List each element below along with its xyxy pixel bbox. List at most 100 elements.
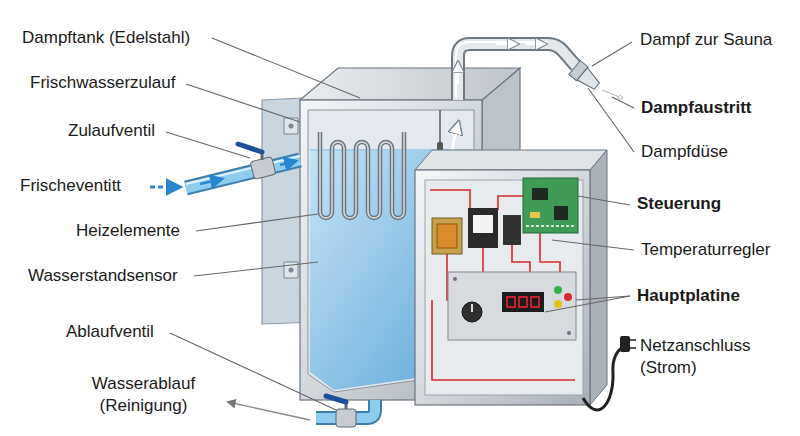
flow-arrows-part	[150, 186, 180, 189]
drain-pipe-part	[336, 409, 356, 427]
control-panel-part	[471, 304, 473, 312]
part-label: Netzanschluss (Strom)	[640, 335, 790, 379]
inlet-pipe	[186, 156, 300, 188]
part-label: Dampftank (Edelstahl)	[22, 27, 190, 49]
heating-elements	[320, 132, 404, 218]
steam-pipe-part	[496, 43, 516, 46]
leader-lines-part	[186, 84, 300, 122]
level-sensor-part	[439, 110, 441, 142]
control-panel-part	[554, 300, 562, 308]
transformer-part	[432, 218, 462, 254]
control-panel-part	[531, 297, 539, 307]
control-box-part	[415, 170, 590, 405]
circuit-board-part	[523, 178, 578, 233]
inlet-pipe-part	[186, 160, 300, 188]
circuit-board-part	[554, 206, 568, 220]
steam-out-arrow-part	[602, 90, 622, 98]
inlet-pipe-part	[186, 156, 300, 184]
leader-lines	[166, 38, 634, 410]
wall-plate-part	[289, 268, 294, 273]
contactor-part	[473, 215, 493, 233]
control-panel-part	[502, 292, 544, 312]
part-label: Frischeventitt	[20, 175, 121, 197]
transformer-part	[437, 224, 457, 248]
control-panel-part	[567, 331, 571, 335]
leader-lines-part	[588, 88, 634, 152]
part-label: Heizelemente	[76, 220, 180, 242]
control-box-part	[590, 150, 607, 405]
inlet-valve-part	[238, 144, 262, 152]
part-label: Hauptplatine	[637, 285, 740, 307]
steam-nozzle	[569, 61, 603, 93]
inlet-pipe-part	[200, 179, 222, 184]
part-label: Ablaufventil	[66, 321, 154, 343]
steam-pipe-part	[456, 42, 548, 98]
contactor-part	[503, 215, 521, 245]
inlet-valve	[238, 144, 276, 179]
control-panel-part	[462, 302, 482, 322]
power-cord-part	[583, 346, 624, 410]
circuit-board-part	[532, 188, 548, 200]
part-label: Dampfaustritt	[641, 97, 752, 119]
circuit-board	[523, 178, 578, 233]
part-label: Frischwasserzulauf	[30, 72, 176, 94]
inlet-valve-part	[250, 157, 276, 180]
steam-pipe	[456, 42, 576, 100]
circuit-board-part	[530, 212, 540, 218]
steam-pipe-part	[526, 43, 544, 46]
leader-lines-part	[552, 240, 634, 250]
leader-lines-part	[166, 132, 250, 158]
leader-lines-part	[196, 214, 318, 231]
contactor	[468, 208, 521, 248]
control-box-part	[415, 150, 607, 170]
drain-pipe-part	[326, 396, 346, 402]
part-label: Wasserablauf (Reinigung)	[76, 373, 211, 417]
power-cord	[583, 336, 636, 410]
leader-lines-part	[212, 38, 360, 98]
leader-lines-part	[170, 333, 336, 410]
wall-plate-part	[289, 124, 294, 129]
transformer	[432, 218, 462, 254]
leader-lines-part	[592, 42, 632, 66]
control-panel-part	[554, 286, 562, 294]
heating-elements-part	[320, 132, 404, 218]
control-panel-part	[519, 297, 527, 307]
control-panel-part	[564, 293, 572, 301]
leader-lines-part	[578, 196, 630, 205]
steam-pipe-part	[458, 44, 576, 100]
drain-pipe	[316, 396, 375, 427]
power-cord-part	[630, 340, 636, 348]
leader-lines-part	[545, 296, 630, 312]
control-box	[415, 150, 607, 405]
control-panel-part	[507, 297, 515, 307]
wiring-part	[512, 245, 530, 272]
control-panel-part	[448, 272, 576, 340]
power-cord-part	[620, 336, 630, 352]
steam-pipe-part	[458, 44, 576, 100]
leader-lines-part	[194, 262, 318, 276]
part-label: Wasserstandsensor	[28, 265, 178, 287]
contactor-part	[468, 208, 498, 248]
control-panel	[448, 272, 576, 340]
steam-nozzle-part	[577, 68, 602, 92]
inlet-pipe-part	[186, 160, 300, 188]
part-label: Steuerung	[637, 193, 721, 215]
part-label: Dampfdüse	[641, 141, 728, 163]
part-label: Dampf zur Sauna	[640, 29, 772, 51]
steam-pipe-part	[457, 64, 460, 84]
steam-tank-part	[300, 68, 520, 100]
wiring-part	[498, 196, 523, 210]
part-label: Temperaturregler	[641, 239, 770, 261]
wiring-part	[540, 233, 560, 272]
wiring-part	[482, 248, 484, 272]
heating-elements-part	[320, 132, 404, 218]
inlet-pipe-part	[280, 161, 296, 165]
flow-arrows-part	[228, 402, 310, 420]
control-panel-part	[453, 277, 457, 281]
control-box-part	[425, 180, 583, 395]
circuit-board-part	[526, 225, 574, 227]
leader-lines-part	[612, 97, 634, 108]
part-label: Zulaufventil	[68, 120, 155, 142]
